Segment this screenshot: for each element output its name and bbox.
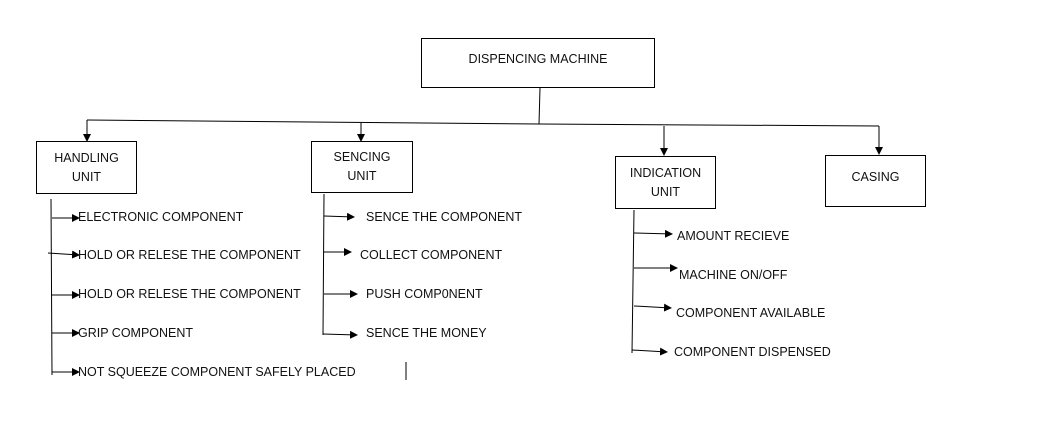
handling-item: GRIP COMPONENT bbox=[78, 326, 194, 340]
handling-unit-label-line2: UNIT bbox=[71, 169, 102, 184]
handling-item: HOLD OR RELESE THE COMPONENT bbox=[78, 248, 301, 262]
indication-unit-label-line2: UNIT bbox=[650, 184, 681, 199]
bus-line-right bbox=[538, 123, 880, 127]
root-node-label: DISPENCING MACHINE bbox=[468, 52, 608, 66]
sencing-item: SENCE THE COMPONENT bbox=[366, 210, 523, 224]
indication-arrow-1 bbox=[633, 229, 673, 238]
root-node-box: DISPENCING MACHINE bbox=[421, 38, 655, 88]
bus-line-left bbox=[86, 119, 540, 125]
sencing-spine-line bbox=[322, 193, 325, 336]
sencing-item: SENCE THE MONEY bbox=[366, 326, 487, 340]
handling-arrow-2 bbox=[47, 250, 80, 259]
indication-item: COMPONENT DISPENSED bbox=[674, 345, 831, 359]
indication-unit-label-line1: INDICATION bbox=[629, 165, 702, 180]
indication-item: AMOUNT RECIEVE bbox=[677, 229, 790, 243]
sencing-unit-label-line2: UNIT bbox=[347, 169, 377, 183]
handling-item: NOT SQUEEZE COMPONENT SAFELY PLACED bbox=[78, 365, 356, 379]
handling-item: HOLD OR RELESE THE COMPONENT bbox=[78, 287, 301, 301]
root-stem-line bbox=[538, 87, 541, 125]
handling-unit-box: HANDLING UNIT bbox=[36, 141, 137, 194]
casing-box: CASING bbox=[825, 155, 926, 207]
indication-spine-line bbox=[631, 209, 635, 354]
handling-item: ELECTRONIC COMPONENT bbox=[78, 210, 244, 224]
sencing-item: COLLECT COMPONENT bbox=[360, 248, 503, 262]
indication-item: MACHINE ON/OFF bbox=[679, 268, 788, 282]
sencing-arrow-4 bbox=[322, 330, 358, 339]
sencing-unit-label-line1: SENCING bbox=[333, 150, 391, 164]
indication-arrow-3 bbox=[633, 303, 672, 312]
casing-label: CASING bbox=[851, 170, 900, 184]
indication-arrow-4 bbox=[631, 347, 668, 356]
indication-item: COMPONENT AVAILABLE bbox=[676, 306, 826, 320]
sencing-item: PUSH COMP0NENT bbox=[366, 287, 483, 301]
handling-spine-line bbox=[50, 198, 53, 376]
sencing-unit-box: SENCING UNIT bbox=[311, 141, 413, 193]
indication-unit-box: INDICATION UNIT bbox=[615, 156, 716, 209]
sencing-arrow-1 bbox=[323, 212, 355, 221]
handling-unit-label-line1: HANDLING bbox=[54, 150, 119, 165]
